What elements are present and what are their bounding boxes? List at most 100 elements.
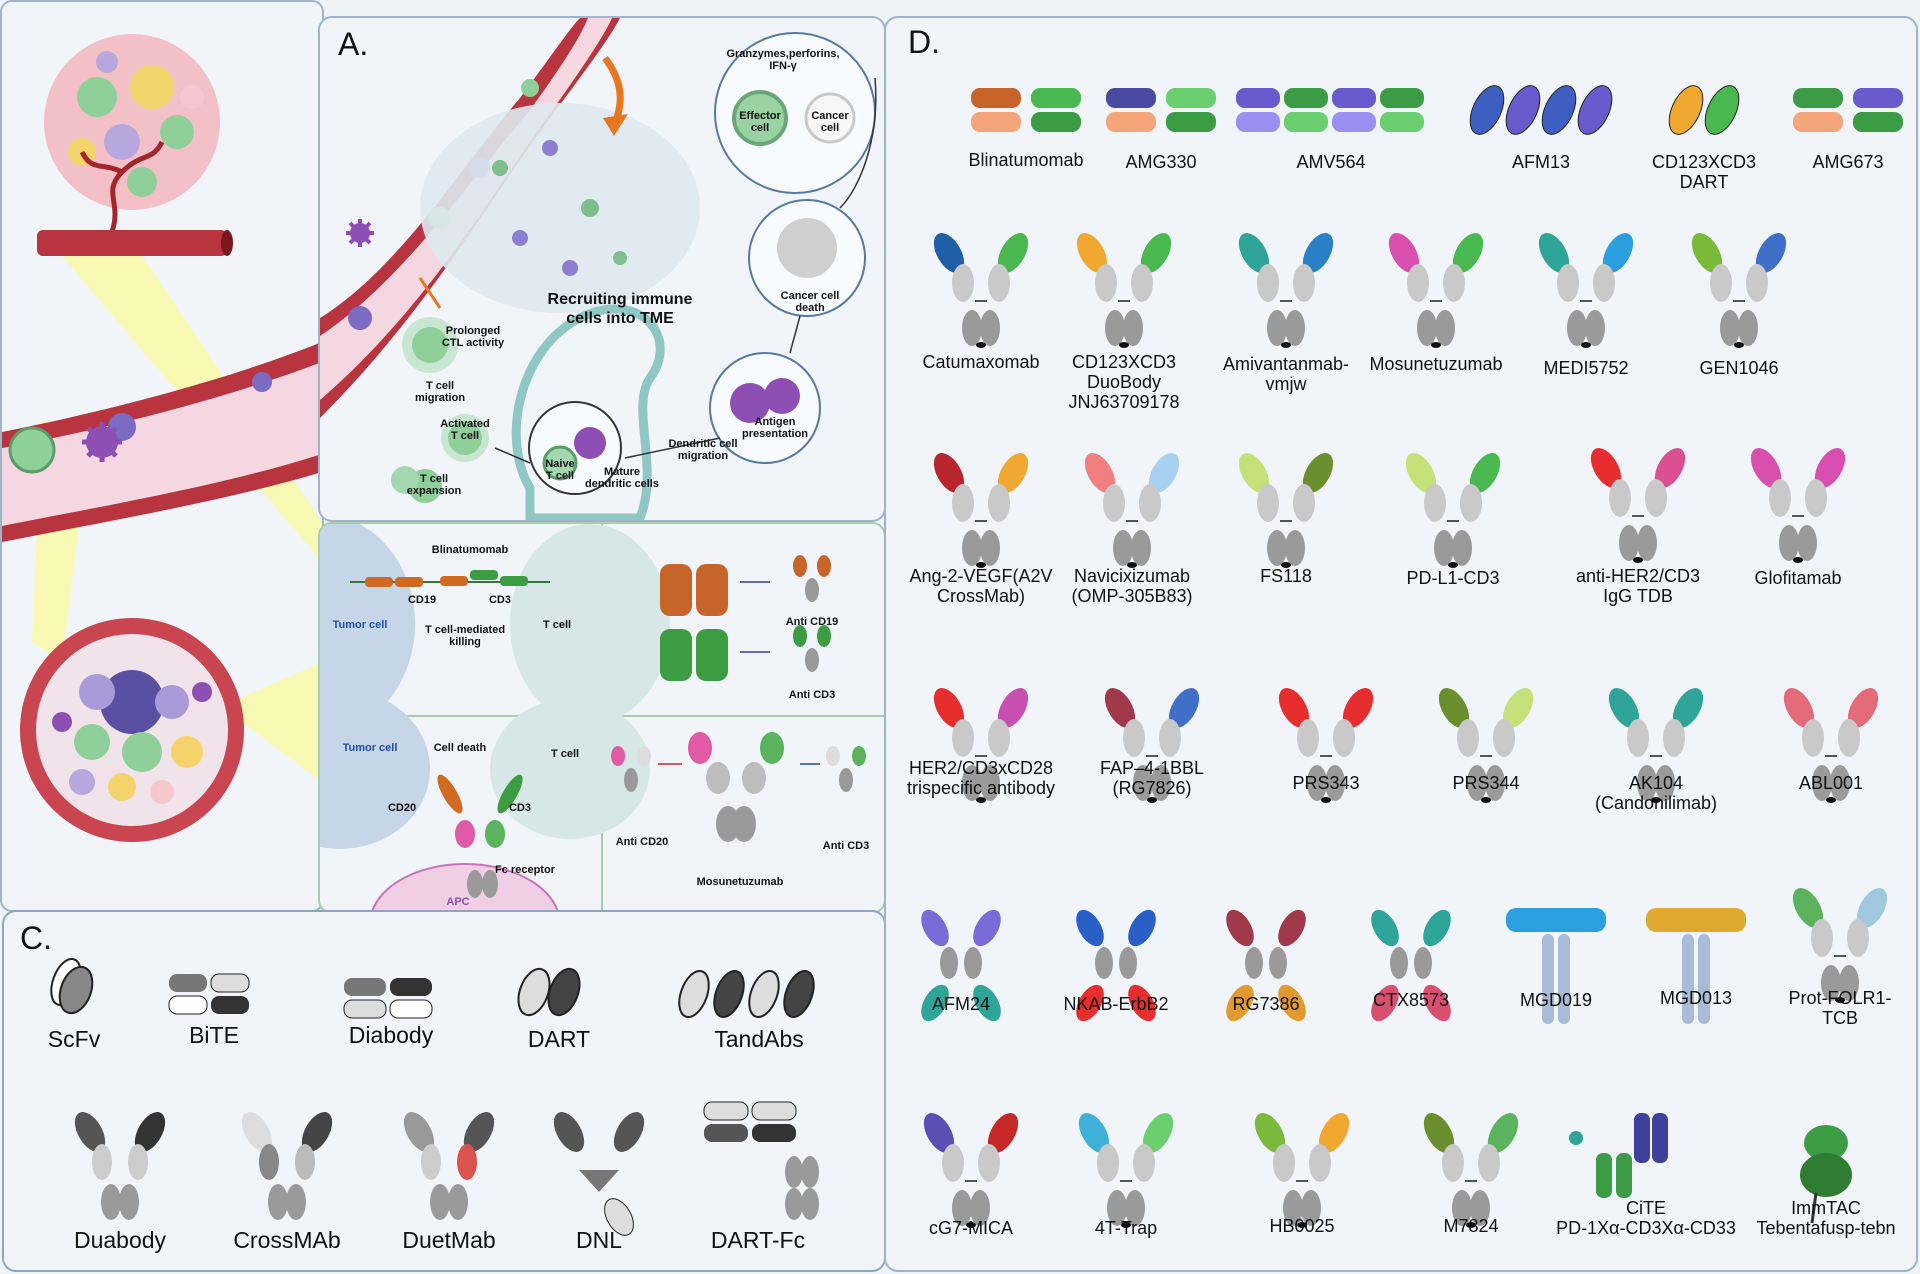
- naive-tcell-label: Naive T cell: [545, 458, 575, 482]
- recruiting-label: Recruiting immune cells into TME: [547, 291, 693, 327]
- antibody-label-18: HER2/CD3xCD28 trispecific antibody: [906, 758, 1056, 798]
- antibody-icon-28: [1506, 908, 1606, 1024]
- antibody-label-21: PRS344: [1452, 773, 1520, 793]
- cd19-label: CD19: [407, 594, 437, 606]
- scfv-icon: [50, 958, 94, 1015]
- antibody-label-35: CiTE PD-1Xα-CD3Xα-CD33: [1556, 1198, 1736, 1238]
- antibody-icon-27: [1371, 909, 1451, 1022]
- antibody-icon-32: [1078, 1113, 1174, 1228]
- format-duabody: Duabody: [73, 1227, 167, 1253]
- antibody-label-19: FAP–4-1BBL (RG7826): [1099, 758, 1205, 798]
- tcell-migration-label: T cell migration: [414, 380, 466, 404]
- antibody-label-24: AFM24: [931, 994, 991, 1014]
- antibody-icon-13: [1084, 453, 1180, 568]
- antibody-label-33: HB0025: [1269, 1216, 1335, 1236]
- antibody-icon-35: [1569, 1113, 1668, 1198]
- granzymes-label: Granzymes,perforins, IFN-γ: [726, 48, 840, 72]
- antibody-label-34: M7824: [1443, 1216, 1499, 1236]
- dendritic-cell-vessel-icon: [346, 219, 374, 247]
- tumor-cell-label: Tumor cell: [332, 619, 388, 631]
- blinatumomab-b-label: Blinatumomab: [431, 544, 509, 556]
- antibody-label-0: Blinatumomab: [968, 150, 1084, 170]
- antibody-label-11: GEN1046: [1699, 358, 1779, 378]
- format-dart: DART: [527, 1026, 591, 1052]
- format-bite: BiTE: [189, 1022, 239, 1048]
- cancer-cell-death-label: Cancer cell death: [780, 290, 840, 314]
- format-dnl: DNL: [575, 1227, 623, 1253]
- antibody-icon-23: [1783, 688, 1879, 803]
- antigen-presentation-label: Antigen presentation: [741, 416, 809, 440]
- format-crossmab: CrossMAb: [233, 1227, 341, 1253]
- dart-fc-icon: [703, 1101, 819, 1220]
- antibody-label-1: AMG330: [1125, 152, 1197, 172]
- antibody-icon-21: [1438, 688, 1534, 803]
- tcell-label: T cell: [542, 619, 572, 631]
- antibody-label-10: MEDI5752: [1543, 358, 1629, 378]
- tumor-cross-section-icon: [20, 618, 244, 842]
- antibody-label-30: Prot-FOLR1- TCB: [1788, 988, 1892, 1028]
- antibody-icon-25: [1076, 909, 1156, 1022]
- dnl-icon: [553, 1112, 645, 1236]
- antibody-icon-19: [1104, 688, 1200, 803]
- antibody-label-31: cG7-MICA: [928, 1218, 1014, 1238]
- antibody-icon-1: [1106, 88, 1216, 132]
- antibody-label-9: Mosunetuzumab: [1369, 354, 1503, 374]
- effector-cell-label: Effector cell: [739, 110, 781, 134]
- mosunetuzumab-b-label: Mosunetuzumab: [696, 876, 784, 888]
- antibody-label-29: MGD013: [1659, 988, 1733, 1008]
- cd20-label: CD20: [387, 802, 417, 814]
- antibody-icon-4: [1668, 85, 1740, 135]
- antibody-icon-20: [1278, 688, 1374, 803]
- antibody-label-8: Amivantanmab- vmjw: [1222, 354, 1350, 394]
- panel-c-label: C.: [20, 920, 52, 956]
- tcell-expansion-label: T cell expansion: [406, 473, 462, 497]
- antibody-label-15: PD-L1-CD3: [1406, 568, 1500, 588]
- dart-icon: [517, 967, 581, 1017]
- format-scfv: ScFv: [47, 1026, 101, 1052]
- antibody-icon-16: [1590, 448, 1686, 563]
- antibody-label-3: AFM13: [1511, 152, 1571, 172]
- antibody-icon-10: [1538, 233, 1634, 348]
- antibody-icon-26: [1226, 909, 1306, 1022]
- antibody-label-12: Ang-2-VEGF(A2V CrossMab): [909, 566, 1053, 606]
- prolonged-ctl-label: Prolonged CTL activity: [441, 325, 505, 349]
- cancer-cell-label: Cancer cell: [811, 110, 849, 134]
- antibody-icon-6: [933, 233, 1029, 348]
- antibody-icon-9: [1388, 233, 1484, 348]
- antibody-icon-36: [1800, 1125, 1852, 1224]
- antibody-label-16: anti-HER2/CD3 IgG TDB: [1575, 566, 1701, 606]
- antibody-label-25: NKAB-ErbB2: [1063, 994, 1169, 1014]
- crossmab-icon: [241, 1112, 333, 1220]
- tumor-illustration: [2, 34, 322, 842]
- antibody-label-22: AK104 (Candonilimab): [1594, 773, 1718, 813]
- format-tandabs: TandAbs: [714, 1026, 804, 1052]
- antibody-label-20: PRS343: [1292, 773, 1360, 793]
- diabody-icon: [343, 978, 433, 1019]
- antibody-icon-33: [1254, 1113, 1350, 1228]
- antibody-label-14: FS118: [1260, 566, 1312, 586]
- cd3-label: CD3: [488, 594, 512, 606]
- antibody-icon-8: [1238, 233, 1334, 348]
- antibody-icon-34: [1423, 1113, 1519, 1228]
- anti-cd3-b-label: Anti CD3: [822, 840, 870, 852]
- anti-cd19-label: Anti CD19: [785, 616, 839, 628]
- antibody-label-23: ABL001: [1798, 773, 1864, 793]
- killing-label: T cell-mediated killing: [424, 624, 506, 648]
- panel-b-diagram: [320, 524, 884, 912]
- tandabs-icon: [678, 970, 815, 1018]
- antibody-icon-12: [933, 453, 1029, 568]
- antibody-icon-24: [921, 909, 1001, 1022]
- panel-c: C. ScFv BiTE Diabody DART TandAbs Duabod…: [2, 910, 886, 1272]
- tcell-2-label: T cell: [550, 748, 580, 760]
- antibody-icon-29: [1646, 908, 1746, 1024]
- antibody-label-4: CD123XCD3 DART: [1651, 152, 1757, 192]
- tumor-mass-icon: [37, 34, 233, 256]
- duabody-icon: [74, 1112, 166, 1220]
- panel-a: A.: [318, 16, 886, 522]
- dendritic-migration-label: Dendritic cell migration: [668, 438, 738, 462]
- panel-d-antibodies: [921, 85, 1903, 1228]
- antibody-icon-11: [1691, 233, 1787, 348]
- antibody-label-28: MGD019: [1519, 990, 1593, 1010]
- antibody-icon-14: [1238, 453, 1334, 568]
